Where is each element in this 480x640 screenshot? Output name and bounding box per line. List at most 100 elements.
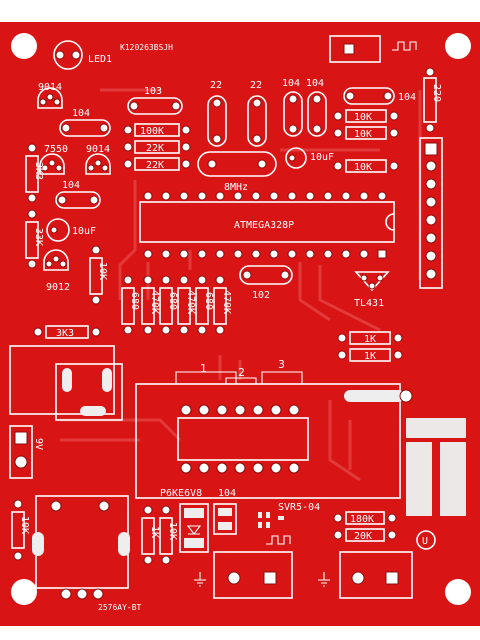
capacitor-103: 103	[127, 86, 183, 115]
q9014b-label: 9014	[86, 144, 110, 155]
probe-connector-bottom-b	[318, 551, 413, 599]
capacitor-104-d: 104	[343, 87, 416, 105]
r1kc-label: 1K	[149, 526, 160, 538]
capacitor-102: 102	[239, 265, 293, 301]
pin3-label: 3	[278, 358, 285, 371]
capacitor-10uf-a: 10uF	[285, 147, 334, 169]
capacitor-104-b: 104	[282, 78, 303, 137]
mount-hole-tl	[11, 33, 37, 59]
zif-pins-top	[180, 404, 300, 416]
smd-cap-104	[213, 503, 237, 535]
resistor-180k-20k: 180K 20K	[333, 511, 397, 542]
mcu-atmega328p: ATMEGA328P	[139, 191, 395, 259]
r10ke-label: 10K	[19, 516, 30, 534]
r33k-label: 33K	[33, 228, 44, 246]
led1-label: LED1	[88, 54, 112, 65]
cap104f-label: 104	[218, 488, 236, 499]
r470ka-label: 470K	[149, 290, 160, 314]
footer-code: 2576AY-BT	[98, 603, 142, 612]
r220-label: 220	[431, 84, 442, 102]
cap102-label: 102	[252, 290, 270, 301]
power-switch	[32, 495, 130, 600]
resistor-3k3-a: 3K3	[25, 143, 44, 203]
cap22a-label: 22	[210, 80, 222, 91]
resistor-10k-e: 10K	[11, 499, 30, 561]
mcu-pins-bottom	[143, 249, 387, 259]
r100k-label: 100K	[140, 126, 164, 137]
crystal-8mhz: 8MHz	[197, 151, 277, 193]
dc-jack	[9, 345, 123, 421]
reference-tl431: TL431	[354, 271, 390, 309]
c10uf-a-label: 10uF	[310, 152, 334, 163]
u-symbol-label: U	[422, 536, 428, 547]
capacitor-104-a: 104	[59, 108, 111, 137]
tl431-label: TL431	[354, 298, 384, 309]
r3k3a-label: 3K3	[33, 162, 44, 180]
r20k-label: 20K	[354, 531, 372, 542]
svr-label: SVR5-04	[278, 502, 320, 513]
tvs-diode	[179, 503, 209, 553]
q9014-top-label: 9014	[38, 82, 62, 93]
q7550-label: 7550	[44, 144, 68, 155]
board-serial: K120263BSJH	[120, 43, 173, 52]
zif-socket: 1 2 3	[135, 358, 413, 499]
resistor-1k-c: 1K	[141, 505, 160, 565]
r680a-label: 680	[129, 292, 140, 310]
crystal-label: 8MHz	[224, 182, 248, 193]
r3k3b-label: 3K3	[56, 328, 74, 339]
lcd-header	[419, 137, 443, 289]
cap104b-label: 104	[282, 78, 300, 89]
pcb-substrate	[0, 22, 480, 626]
cap103-label: 103	[144, 86, 162, 97]
led1-footprint: LED1	[53, 40, 112, 70]
batt-label: 9V	[33, 438, 44, 450]
capacitor-22-a: 22	[207, 80, 227, 147]
resistor-10k-d: 10K	[89, 245, 108, 305]
cap104c-label: 104	[306, 78, 324, 89]
r10k-b-label: 10K	[354, 129, 372, 140]
voltage-test-symbol: U	[416, 530, 436, 550]
r180k-label: 180K	[350, 514, 374, 525]
mount-hole-br	[445, 579, 471, 605]
r22k-a-label: 22K	[146, 143, 164, 154]
resistor-220: 220	[423, 67, 442, 133]
p6ke-label: P6KE6V8	[160, 488, 202, 499]
mcu-pins-top	[143, 191, 387, 201]
capacitor-104-e: 104	[55, 180, 101, 209]
zif-pins-bottom	[180, 462, 300, 474]
transistor-9012: 9012	[43, 249, 70, 293]
pin2-label: 2	[238, 366, 245, 379]
transistor-9014-b: 9014	[85, 144, 111, 175]
battery-9v-connector: 9V	[9, 425, 44, 479]
inductance-pad	[406, 418, 466, 516]
cap22b-label: 22	[250, 80, 262, 91]
pin1-label: 1	[200, 362, 207, 375]
capacitor-104-c: 104	[306, 78, 327, 137]
svr5-04: SVR5-04	[258, 502, 320, 528]
probe-connector-bottom-a	[194, 535, 293, 599]
resistor-3k3-b: 3K3	[33, 325, 101, 339]
r680c-label: 680	[203, 292, 214, 310]
r10k-a-label: 10K	[354, 112, 372, 123]
resistor-10k-f: 10K	[159, 505, 178, 565]
mount-hole-tr	[445, 33, 471, 59]
resistor-stack-left: 100K 22K 22K	[123, 123, 191, 171]
resistor-33k: 33K	[25, 209, 44, 269]
r10k-c-label: 10K	[354, 162, 372, 173]
resistor-array-test: 680 470K 680 470K 680 470K	[121, 275, 232, 335]
resistor-1k-pair: 1K 1K	[337, 331, 403, 362]
probe-connector-top	[329, 35, 417, 63]
cap104a-label: 104	[72, 108, 90, 119]
transistor-9014-top: 9014	[37, 82, 63, 109]
capacitor-22-b: 22	[247, 80, 267, 147]
resistor-stack-right: 10K 10K 10K	[333, 109, 399, 173]
r680b-label: 680	[167, 292, 178, 310]
r22k-b-label: 22K	[146, 160, 164, 171]
r10k-d-label: 10K	[97, 262, 108, 280]
q9012-label: 9012	[46, 282, 70, 293]
capacitor-10uf-b: 10uF	[46, 218, 96, 242]
r1kb-label: 1K	[364, 351, 376, 362]
r10kf-label: 10K	[167, 522, 178, 540]
